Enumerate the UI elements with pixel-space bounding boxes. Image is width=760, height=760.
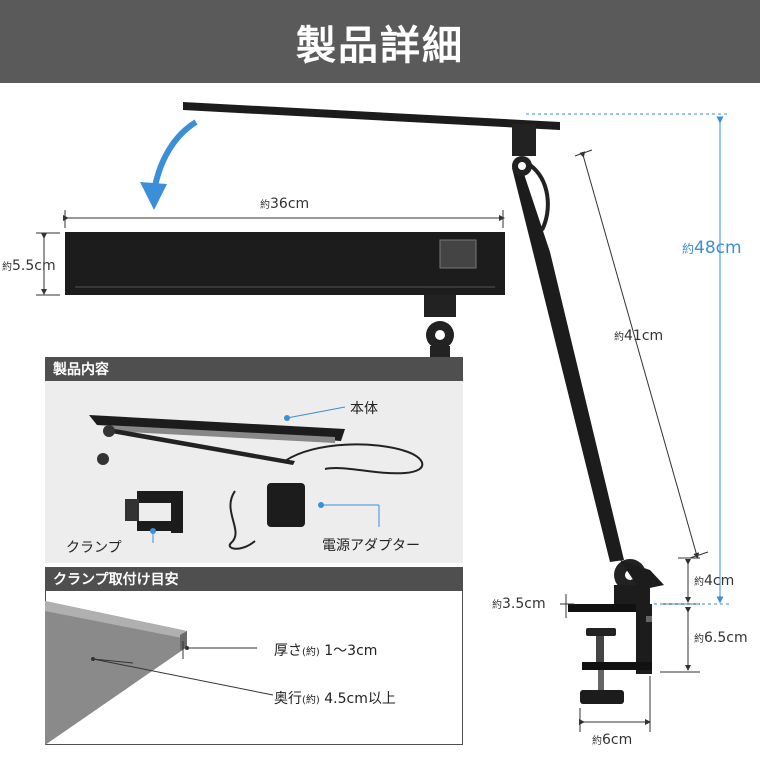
clamp-height-label: 約6.5cm	[694, 630, 748, 646]
head-width-label: 約36cm	[260, 196, 310, 212]
lamp-head-front	[65, 232, 505, 360]
clamp-top-label: 約3.5cm	[492, 596, 546, 612]
total-height-label: 約48cm	[682, 238, 742, 258]
depth-label: 奥行(約) 4.5cm以上	[274, 691, 396, 707]
body-label: 本体	[350, 401, 378, 417]
lamp-clamp	[568, 604, 652, 704]
thickness-label: 厚さ(約) 1〜3cm	[274, 643, 378, 659]
lamp-head-side	[183, 102, 560, 156]
pivot-height-label: 約4cm	[694, 573, 735, 589]
adapter-label: 電源アダプター	[322, 538, 420, 554]
clamp-width-label: 約6cm	[592, 732, 633, 748]
arm-length-label: 約41cm	[614, 328, 664, 344]
contents-heading: 製品内容	[45, 357, 463, 381]
adapter-photo	[228, 483, 305, 550]
contents-illustration	[89, 406, 424, 550]
page-title: 製品詳細	[0, 0, 760, 83]
lamp-body-photo	[89, 415, 424, 475]
head-height-label: 約5.5cm	[2, 258, 56, 274]
contents-body	[45, 381, 463, 563]
desk-illustration	[45, 601, 274, 745]
clamp-guide-heading: クランプ取付け目安	[45, 567, 463, 591]
lamp-arm	[512, 156, 664, 607]
clamp-photo	[125, 491, 183, 533]
clamp-label: クランプ	[66, 540, 122, 556]
